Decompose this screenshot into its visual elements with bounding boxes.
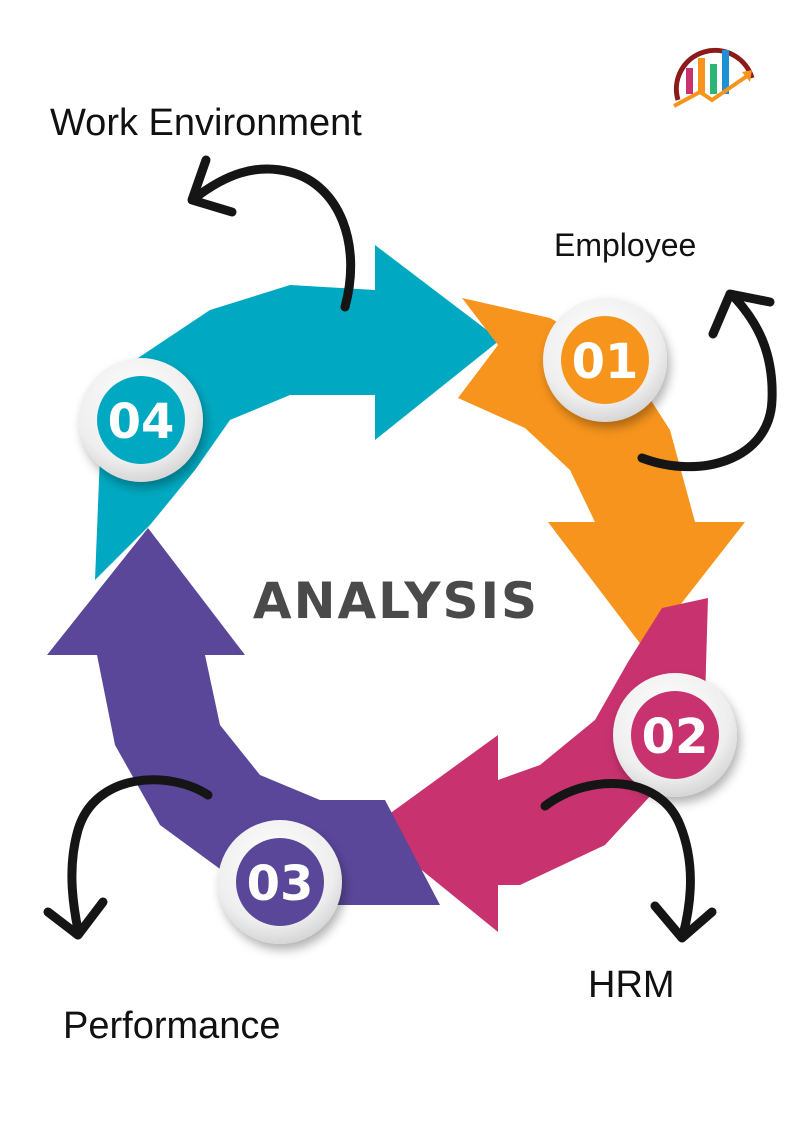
segment-arrow-04 — [95, 245, 500, 580]
logo-arc — [673, 47, 755, 101]
segment-arrow-01 — [458, 298, 745, 650]
badge-inner-circle — [97, 376, 185, 464]
step-label-04: Work Environment — [50, 102, 362, 144]
pointer-arrows — [43, 155, 777, 943]
pointer-arrowhead-01 — [708, 289, 775, 339]
pointer-arrow-02 — [540, 778, 695, 940]
step-number-01: 01 — [572, 334, 639, 390]
pointer-arrowhead-04 — [187, 155, 237, 217]
step-label-02: HRM — [588, 964, 675, 1006]
badge-inner-circle — [236, 838, 324, 926]
step-badge-04 — [79, 358, 203, 482]
step-number-02: 02 — [642, 709, 709, 765]
segment-arrow-02 — [370, 598, 708, 932]
cycle-ring — [47, 245, 745, 932]
bar-chart-growth-logo — [673, 47, 755, 108]
logo-bar — [722, 50, 729, 94]
logo-bar — [710, 64, 717, 94]
segment-arrow-03 — [47, 528, 440, 905]
step-badge-01 — [543, 298, 667, 422]
step-label-01: Employee — [554, 227, 696, 263]
badge-inner-circle — [631, 691, 719, 779]
step-badge-03 — [218, 820, 342, 944]
step-number-03: 03 — [247, 856, 314, 912]
logo-bar — [698, 58, 705, 94]
step-label-03: Performance — [63, 1005, 281, 1047]
pointer-arrow-03 — [67, 775, 213, 935]
pointer-arrowhead-03 — [43, 897, 108, 940]
center-title: ANALYSIS — [253, 572, 539, 630]
logo-bar — [686, 68, 693, 94]
step-number-04: 04 — [108, 394, 175, 450]
pointer-arrow-04 — [190, 164, 356, 312]
logo-growth-line — [673, 72, 752, 108]
logo-growth-arrowhead — [742, 70, 752, 82]
step-badge-02 — [613, 673, 737, 797]
badge-inner-circle — [561, 316, 649, 404]
pointer-arrowhead-02 — [650, 901, 717, 943]
pointer-arrow-01 — [637, 293, 777, 472]
